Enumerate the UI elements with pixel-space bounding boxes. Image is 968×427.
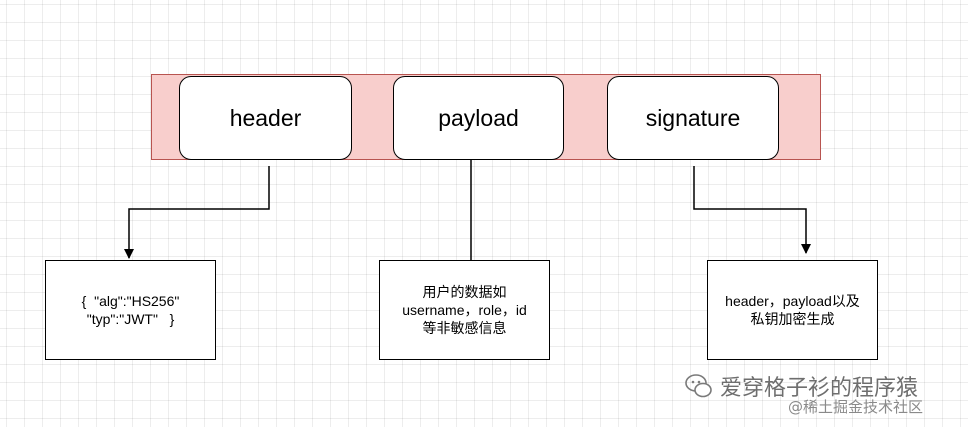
header-connector-arrow: [124, 166, 270, 259]
signature-note: header，payload以及 私钥加密生成: [707, 260, 878, 360]
payload-node: payload: [393, 76, 564, 160]
payload-note-text: 用户的数据如 username，role，id 等非敏感信息: [402, 284, 527, 336]
payload-node-label: payload: [438, 104, 519, 131]
signature-node: signature: [607, 76, 779, 160]
wechat-icon: [685, 374, 712, 398]
payload-note: 用户的数据如 username，role，id 等非敏感信息: [379, 260, 550, 360]
signature-node-label: signature: [645, 104, 741, 131]
watermark-author: 爱穿格子衫的程序猿: [720, 376, 919, 401]
header-node: header: [179, 76, 352, 160]
signature-connector-arrow: [693, 166, 811, 254]
header-node-label: header: [229, 104, 302, 131]
signature-note-text: header，payload以及 私钥加密生成: [725, 293, 860, 327]
watermark-site: @稀土掘金技术社区: [788, 398, 924, 416]
watermark: 爱穿格子衫的程序猿: [684, 370, 918, 402]
header-note: { "alg":"HS256" "typ":"JWT" }: [45, 260, 216, 360]
header-note-text: { "alg":"HS256" "typ":"JWT" }: [81, 293, 180, 327]
